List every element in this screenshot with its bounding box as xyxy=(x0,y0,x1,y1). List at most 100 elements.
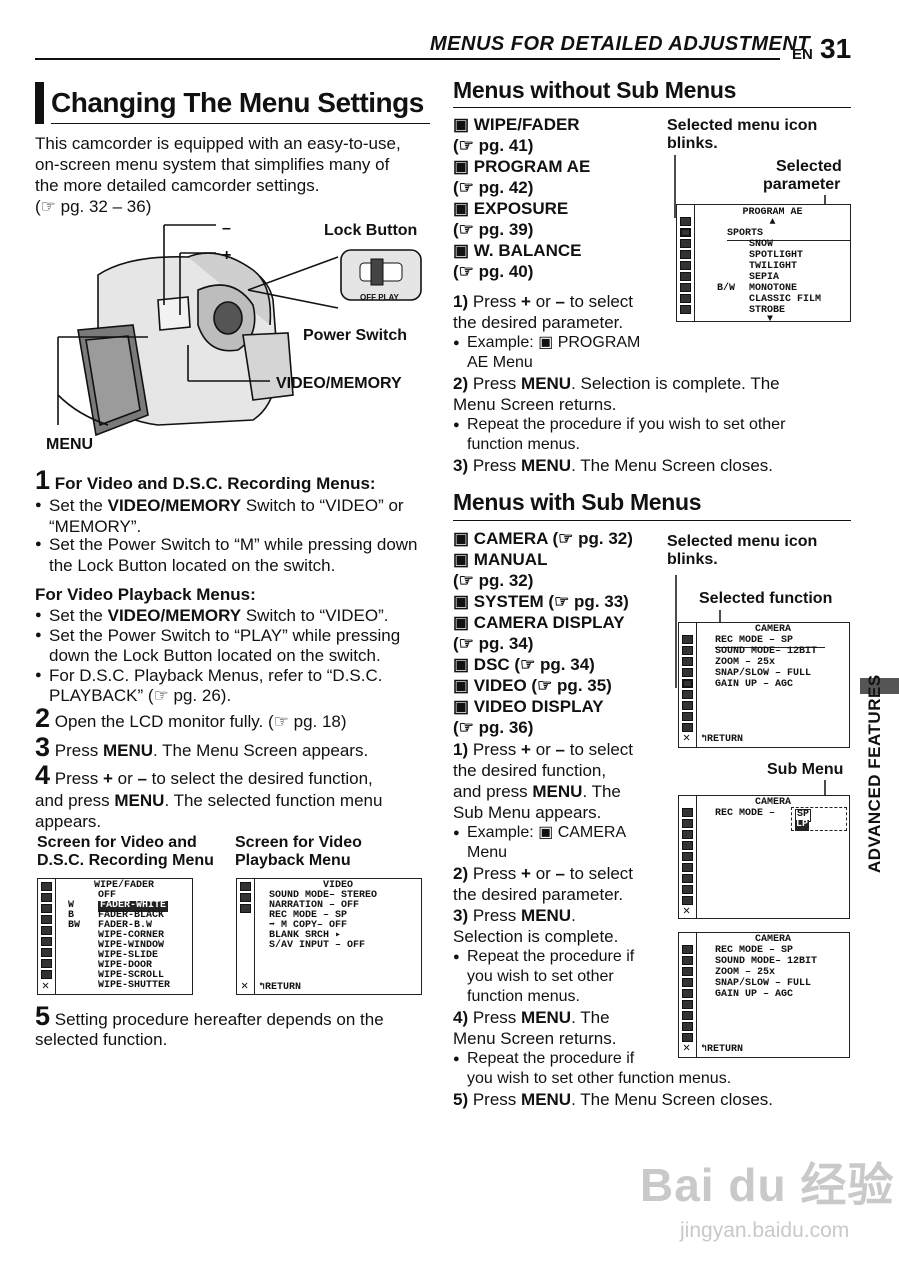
step-4: 4 Press + or – to select the desired fun… xyxy=(35,760,373,790)
program-ae-icon xyxy=(680,228,691,237)
manual-icon xyxy=(680,272,691,281)
menu-item: REC MODE – xyxy=(715,808,776,819)
step-2: 2 Open the LCD monitor fully. (☞ pg. 18) xyxy=(35,703,347,733)
menu-item: ➡ M COPY– OFF xyxy=(269,920,348,931)
wss-step-1-cont: and press MENU. The xyxy=(453,782,621,801)
screen-title: VIDEO xyxy=(322,880,353,891)
menu-item: ZOOM – 25x xyxy=(715,657,776,668)
ws-example-cont: AE Menu xyxy=(467,354,533,371)
dsc-icon xyxy=(682,1033,693,1042)
playback-bullet: For D.S.C. Playback Menus, refer to “D.S… xyxy=(35,665,382,686)
menu-icon-column: ✕ xyxy=(38,879,56,994)
program-ae-screen: PROGRAM AE ▲ SPORTS SNOW SPOTLIGHT TWILI… xyxy=(676,204,851,325)
side-tab: ADVANCED FEATURES xyxy=(865,674,884,873)
main-heading: Changing The Menu Settings xyxy=(35,82,430,124)
program-ae-icon xyxy=(682,819,693,828)
selected-icon-label: Selected menu icon xyxy=(667,117,818,134)
wss-step-1-cont: the desired function, xyxy=(453,761,607,780)
dsc-icon xyxy=(682,896,693,905)
video-icon xyxy=(240,882,251,891)
ws-step-1-cont: the desired parameter. xyxy=(453,313,624,332)
program-ae-icon xyxy=(682,646,693,655)
camera-icon xyxy=(682,852,693,861)
system-icon xyxy=(680,283,691,292)
language-code: EN xyxy=(792,46,813,63)
return-item: ↰RETURN xyxy=(701,734,744,745)
running-header: MENUS FOR DETAILED ADJUSTMENT xyxy=(430,33,811,55)
plus-label: + xyxy=(222,247,232,264)
menu-item: SOUND MODE– 12BIT xyxy=(715,646,818,657)
wss-step-3-bullet: Repeat the procedure if xyxy=(453,947,634,967)
dsc-icon: ▣ xyxy=(453,655,470,674)
page-ref: (☞ pg. 39) xyxy=(453,220,534,239)
menu-icon-column: ✕ xyxy=(679,933,697,1057)
step-1-heading: 1 For Video and D.S.C. Recording Menus: xyxy=(35,465,376,495)
wipe-fader-icon: ▣ xyxy=(453,115,470,134)
menu-item: SNOW xyxy=(749,239,774,250)
camera-display-icon: ▣ xyxy=(453,613,470,632)
playback-bullet: Set the VIDEO/MEMORY Switch to “VIDEO”. xyxy=(35,605,388,626)
section-rule xyxy=(453,107,851,108)
playback-bullet: Set the Power Switch to “PLAY” while pre… xyxy=(35,625,400,646)
play-screen-label: Playback Menu xyxy=(235,852,351,869)
camera-icon xyxy=(682,989,693,998)
camera-menu-screen-result: ✕ CAMERA REC MODE – SP SOUND MODE– 12BIT… xyxy=(678,932,850,1058)
exposure-icon: ▣ xyxy=(453,199,470,218)
menu-item: GAIN UP – AGC xyxy=(715,989,794,1000)
screen-title: WIPE/FADER xyxy=(93,880,154,891)
white-balance-icon xyxy=(682,978,693,987)
playback-heading: For Video Playback Menus: xyxy=(35,585,256,604)
wss-step-4-cont: Menu Screen returns. xyxy=(453,1029,617,1048)
menu-item: CLASSIC FILM xyxy=(749,294,822,305)
menu-item: BLANK SRCH ▸ xyxy=(269,930,342,941)
step-3: 3 Press MENU. The Menu Screen appears. xyxy=(35,732,369,762)
display-icon xyxy=(682,712,693,721)
wss-step-3-cont: Selection is complete. xyxy=(453,927,619,946)
screen-title: CAMERA xyxy=(754,624,791,635)
intro-line: the more detailed camcorder settings. xyxy=(35,176,320,195)
wss-example-cont: Menu xyxy=(467,844,508,861)
menu-item-white-balance: ▣ W. BALANCE xyxy=(453,241,582,260)
menu-item-dsc: ▣ DSC (☞ pg. 34) xyxy=(453,655,595,674)
screen-title: CAMERA xyxy=(754,934,791,945)
wss-step-2-cont: the desired parameter. xyxy=(453,885,624,904)
power-switch-label: Power Switch xyxy=(303,327,408,344)
menu-item: WIPE-SHUTTER xyxy=(98,980,171,991)
menu-icon-column: ✕ xyxy=(679,623,697,747)
rec-screen-label: D.S.C. Recording Menu xyxy=(37,852,214,869)
effect-code: BW xyxy=(68,920,81,931)
section-rule xyxy=(453,520,851,521)
white-balance-icon xyxy=(682,668,693,677)
playback-bullet-cont: PLAYBACK” (☞ pg. 26). xyxy=(49,686,232,705)
scroll-down-arrow: ▼ xyxy=(767,314,774,325)
menu-item-manual: ▣ MANUAL xyxy=(453,550,548,569)
ws-step-2: 2) Press MENU. Selection is complete. Th… xyxy=(453,374,780,393)
step-4-cont: appears. xyxy=(35,812,102,831)
display-icon xyxy=(240,904,251,913)
exposure-icon xyxy=(682,830,693,839)
step-1-bullet-cont: the Lock Button located on the switch. xyxy=(49,556,336,575)
wss-step-4-bullet-cont: you wish to set other function menus. xyxy=(467,1070,732,1087)
ws-step-2-cont: Menu Screen returns. xyxy=(453,395,617,414)
menu-item: REC MODE – SP xyxy=(715,945,794,956)
wss-step-2: 2) Press + or – to select xyxy=(453,864,634,883)
page-ref: (☞ pg. 34) xyxy=(453,634,534,653)
menu-item: OFF xyxy=(98,890,117,901)
white-balance-icon: ▣ xyxy=(453,241,470,260)
system-icon xyxy=(682,874,693,883)
menu-item: WIPE-SCROLL xyxy=(98,970,165,981)
menu-item: GAIN UP – AGC xyxy=(715,679,794,690)
system-icon xyxy=(240,893,251,902)
menu-item: TWILIGHT xyxy=(749,261,798,272)
system-icon: ▣ xyxy=(453,592,470,611)
switch-positions: OFF PLAY xyxy=(360,293,399,302)
intro-ref: (☞ pg. 32 – 36) xyxy=(35,197,152,216)
menu-item: WIPE-DOOR xyxy=(98,960,153,971)
return-item: ↰RETURN xyxy=(259,982,302,993)
menu-item-selected: SPORTS xyxy=(727,228,850,241)
menu-item: NARRATION – OFF xyxy=(269,900,360,911)
camera-icon xyxy=(680,261,691,270)
ws-step-2-bullet: Repeat the procedure if you wish to set … xyxy=(453,415,785,435)
menu-label: MENU xyxy=(46,436,94,453)
menu-item: SOUND MODE– STEREO xyxy=(269,890,378,901)
